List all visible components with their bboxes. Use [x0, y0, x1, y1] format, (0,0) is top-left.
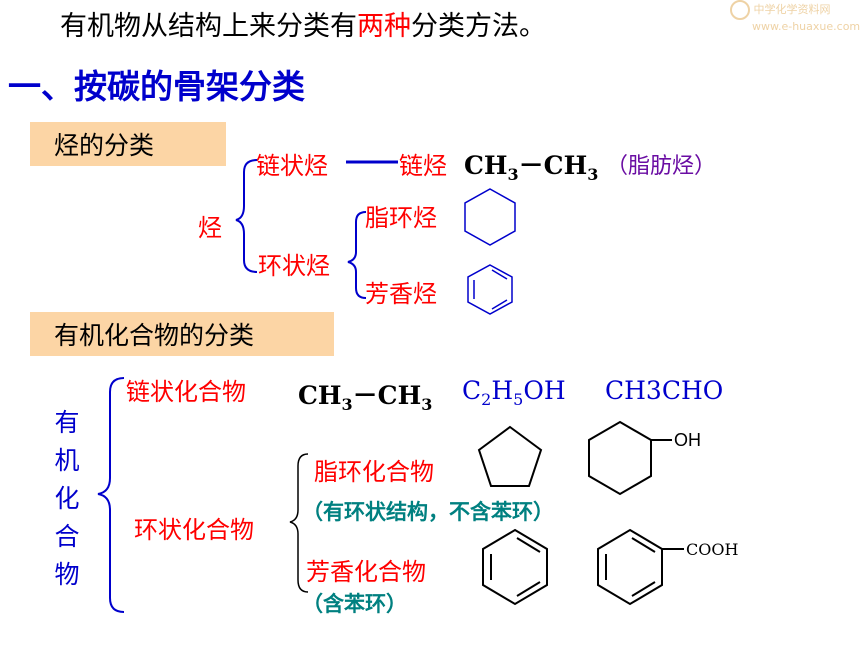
- aliphatic-note: （脂肪烃）: [606, 154, 717, 179]
- ex2-h: H: [491, 376, 514, 405]
- intro-pre: 有机物从结构上来分类有: [60, 11, 357, 42]
- ex2-c: C: [462, 376, 482, 405]
- root-char-4: 物: [54, 560, 80, 589]
- cyclohexane-ring: [464, 188, 516, 246]
- benzoic-acid-ring: [597, 528, 684, 606]
- ex1-ch-b: －CH: [352, 381, 422, 410]
- ethane-sub-a: 3: [507, 165, 519, 184]
- cyclic-hydrocarbon-label: 环状烃: [258, 252, 330, 280]
- benzene-ring: [482, 528, 548, 606]
- ex2-oh: OH: [523, 376, 566, 405]
- watermark-url: www.e-huaxue.com: [752, 20, 860, 33]
- cyclohexanol-ring: [588, 420, 672, 496]
- ex1-sub-a: 3: [341, 395, 353, 414]
- root-char-0: 有: [54, 408, 80, 437]
- cyclic-compound-brace: [289, 453, 309, 593]
- cyclic-hydrocarbon-brace: [347, 211, 367, 299]
- root-char-3: 合: [54, 522, 80, 551]
- aromatic-compound-label: 芳香化合物: [306, 558, 426, 586]
- ethane-ch-a: CH: [464, 151, 508, 180]
- intro-line: 有机物从结构上来分类有两种分类方法。: [60, 4, 546, 43]
- hydroxyl-label: OH: [674, 430, 701, 450]
- chain-compound-label: 链状化合物: [126, 378, 246, 406]
- alicyclic-note: （有环状结构，不含苯环）: [302, 500, 554, 524]
- root-char-1: 机: [54, 446, 80, 475]
- alicyclic-compound-label: 脂环化合物: [314, 458, 434, 486]
- benzene-ring-blue: [467, 264, 513, 315]
- intro-post: 分类方法。: [411, 11, 546, 42]
- aromatic-note: （含苯环）: [302, 592, 407, 616]
- chain-hydrocarbon-label: 链状烃: [256, 152, 328, 180]
- intro-highlight: 两种: [357, 11, 411, 42]
- alicyclic-hydrocarbon-label: 脂环烃: [365, 204, 437, 232]
- ex2-sub1: 2: [481, 390, 492, 409]
- ethane-ch-b: －CH: [518, 151, 588, 180]
- ethane-formula: CH3－CH3: [464, 146, 598, 184]
- root-char-2: 化: [54, 484, 80, 513]
- chain-sub-label: 链烃: [399, 152, 447, 180]
- carboxyl-label: COOH: [686, 540, 739, 559]
- ethanol-example: C2H5OH: [462, 376, 566, 409]
- hydrocarbon-root: 烃: [198, 214, 222, 242]
- watermark: 中学化学资料网 www.e-huaxue.com: [730, 0, 860, 33]
- watermark-name: 中学化学资料网: [753, 3, 831, 16]
- organic-box-label: 有机化合物的分类: [30, 312, 334, 356]
- organic-brace: [97, 377, 125, 613]
- acetaldehyde-example: CH3CHO: [605, 376, 724, 405]
- cyclic-compound-label: 环状化合物: [134, 516, 254, 544]
- hydrocarbon-box-label: 烃的分类: [30, 122, 226, 166]
- section-heading: 一、按碳的骨架分类: [8, 67, 305, 106]
- ex2-sub2: 5: [513, 390, 524, 409]
- hydrocarbon-brace: [235, 159, 258, 273]
- watermark-logo-icon: [730, 0, 750, 20]
- ex1-sub-b: 3: [421, 395, 433, 414]
- cyclopentane-ring: [477, 425, 543, 487]
- ex1-ch-a: CH: [298, 381, 342, 410]
- aromatic-hydrocarbon-label: 芳香烃: [365, 280, 437, 308]
- organic-root: 有 机 化 合 物: [52, 404, 82, 594]
- ethane-example: CH3－CH3: [298, 376, 432, 414]
- ethane-sub-b: 3: [587, 165, 599, 184]
